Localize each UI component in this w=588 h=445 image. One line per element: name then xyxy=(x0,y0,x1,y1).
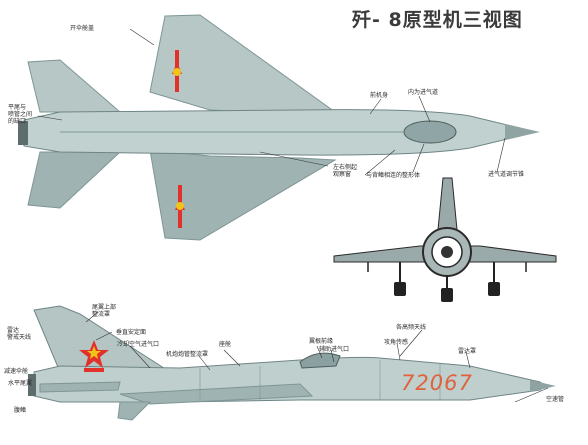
side-view-exhaust xyxy=(28,374,36,396)
top-view-canopy xyxy=(403,120,457,144)
side-view xyxy=(28,305,556,421)
label-fin-top: 尾翼上部 整流罩 xyxy=(92,304,117,318)
label-ventral-fin: 腹鳍 xyxy=(14,407,27,414)
top-view-nose xyxy=(505,124,540,140)
top-view-lower-wing xyxy=(149,149,337,241)
front-view xyxy=(333,177,557,302)
label-fin-fairing-top: 开伞舱盖 xyxy=(70,25,95,32)
label-fin-fairing-side: 垂直安定面 xyxy=(116,329,147,336)
side-view-tailplane xyxy=(39,381,121,393)
label-tailplane-gap: 平尾与 喷管之间 的缺口 xyxy=(8,104,33,125)
front-view-pylons xyxy=(367,262,527,272)
label-front-fuselage: 前机身 xyxy=(370,92,389,99)
side-view-insignia xyxy=(79,340,109,372)
top-view-lower-insignia xyxy=(175,185,185,228)
side-view-fin xyxy=(33,305,172,373)
label-aux-intake: 辅助进气口 xyxy=(319,346,350,353)
side-view-serial-number: 72067 xyxy=(401,371,473,395)
front-view-left-wheel xyxy=(394,282,406,296)
top-view xyxy=(18,14,540,241)
drawing-title: 歼- 8原型机三视图 xyxy=(352,9,523,31)
label-radome: 雷达罩 xyxy=(458,348,477,355)
label-pitot-tube: 空速管 xyxy=(546,396,565,403)
top-view-upper-tailplane xyxy=(27,59,122,113)
label-spine-fairing: 与背鳍相连的整形体 xyxy=(366,172,421,179)
label-inner-intake: 内为进气道 xyxy=(408,89,439,96)
side-view-fuselage xyxy=(33,356,547,403)
label-spine-antenna: 翼根前缘 xyxy=(309,338,334,345)
label-canopy: 座舱 xyxy=(219,341,232,348)
label-nose-probe-antenna: 各高频天线 xyxy=(396,324,427,331)
label-pitot: 攻角传感 xyxy=(384,339,409,346)
label-intake-cone: 进气道调节锥 xyxy=(488,171,525,178)
label-side-windows: 左右侧起 观察窗 xyxy=(333,164,358,178)
front-view-shock-cone xyxy=(441,246,453,258)
front-view-right-wheel xyxy=(488,282,500,296)
top-view-lower-tailplane xyxy=(27,151,122,209)
side-view-leader-lines xyxy=(85,311,549,403)
top-view-upper-insignia xyxy=(172,50,182,92)
label-cooling-intake: 冷却空气进气口 xyxy=(117,341,160,348)
top-view-leader-lines xyxy=(37,28,506,176)
side-view-ventral-fin xyxy=(117,401,152,421)
side-view-nose xyxy=(530,380,556,392)
label-gun-fairing: 机炮炮管整流罩 xyxy=(166,351,209,358)
side-view-wing xyxy=(119,383,314,405)
label-air-brake: 减速伞舱 xyxy=(4,368,29,375)
label-tailplane: 水平尾翼 xyxy=(8,380,33,387)
front-view-nose-wheel xyxy=(441,288,453,302)
side-view-canopy xyxy=(299,352,341,369)
top-view-exhaust xyxy=(18,121,28,145)
label-test-antenna: 雷达 警戒天线 xyxy=(7,327,32,341)
side-view-panel-lines xyxy=(199,360,441,402)
